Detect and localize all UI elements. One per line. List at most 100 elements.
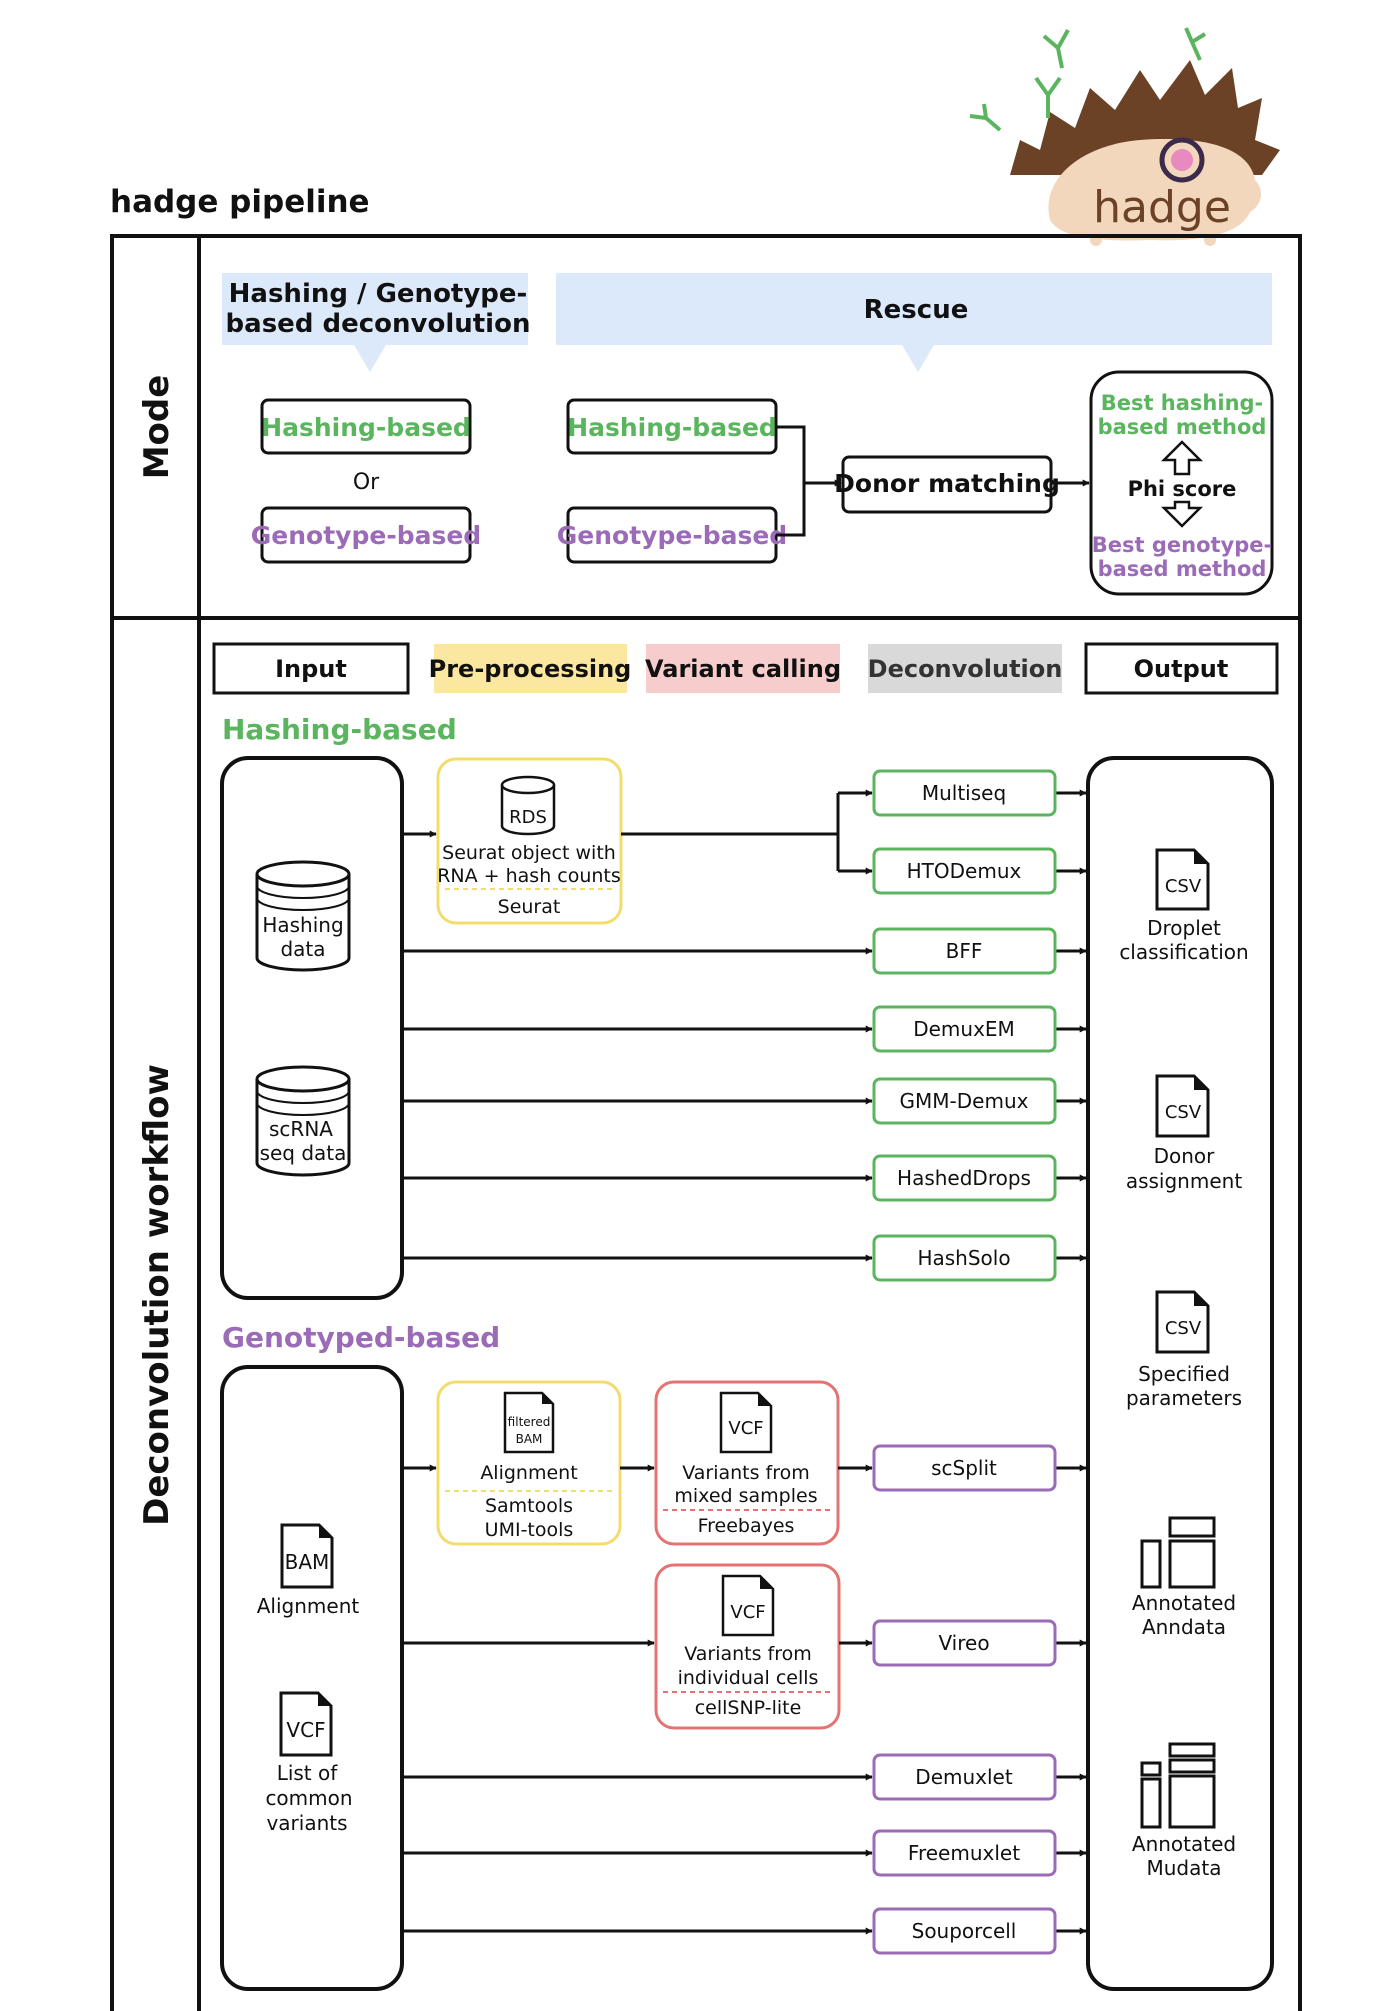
svg-text:based method: based method [1098, 557, 1267, 581]
svg-text:BAM: BAM [285, 1550, 330, 1574]
anndata-icon [1140, 1516, 1216, 1589]
svg-text:individual cells: individual cells [678, 1667, 819, 1689]
svg-text:Hashing: Hashing [262, 913, 343, 937]
svg-text:Input: Input [275, 655, 347, 683]
mode-hashing-based-box: Hashing-based [260, 398, 472, 455]
freebayes-variant-calling-box: VCF Variants from mixed samples Freebaye… [654, 1380, 840, 1546]
svg-text:Seurat object with: Seurat object with [442, 842, 616, 864]
svg-text:cellSNP-lite: cellSNP-lite [695, 1697, 802, 1719]
legend-deconvolution: Deconvolution [868, 644, 1063, 693]
output-anndata-2: Anndata [1142, 1615, 1226, 1639]
svg-text:Multiseq: Multiseq [922, 781, 1006, 805]
method-box-hasheddrops: HashedDrops [872, 1154, 1057, 1202]
mode-section-label: Mode [137, 375, 177, 480]
csv-file-icon-donor: CSV [1155, 1074, 1210, 1138]
vcf-label-1: List of [277, 1761, 339, 1785]
rescue-hashing-based-box: Hashing-based [566, 398, 778, 455]
logo-eye [1159, 137, 1205, 183]
svg-text:RNA + hash counts: RNA + hash counts [437, 865, 621, 887]
method-box-scsplit: scSplit [872, 1444, 1057, 1492]
svg-text:CSV: CSV [1165, 876, 1202, 897]
workflow-section-label: Deconvolution workflow [137, 1064, 177, 1526]
svg-text:Demuxlet: Demuxlet [915, 1765, 1013, 1789]
svg-text:Deconvolution: Deconvolution [868, 655, 1063, 683]
method-box-demuxem: DemuxEM [872, 1005, 1057, 1053]
best-method-box: Best hashing- based method Phi score Bes… [1089, 370, 1274, 596]
svg-text:Output: Output [1134, 655, 1229, 683]
svg-text:VCF: VCF [730, 1602, 765, 1623]
legend-output: Output [1084, 642, 1279, 695]
hashing-section-title: Hashing-based [222, 713, 457, 746]
svg-text:data: data [280, 937, 325, 961]
svg-text:VCF: VCF [728, 1418, 763, 1439]
legend-input: Input [212, 642, 410, 695]
output-donor-1: Donor [1154, 1144, 1216, 1168]
method-box-htodemux: HTODemux [872, 847, 1057, 895]
method-box-freemuxlet: Freemuxlet [872, 1829, 1057, 1877]
svg-text:Seurat: Seurat [498, 896, 561, 918]
output-params-2: parameters [1126, 1386, 1242, 1410]
mode-or-label: Or [353, 470, 380, 495]
vcf-label-2: common [265, 1786, 352, 1810]
svg-text:Pre-processing: Pre-processing [429, 655, 632, 683]
legend-variant-calling: Variant calling [645, 644, 841, 693]
mudata-icon [1140, 1742, 1216, 1829]
output-params-1: Specified [1138, 1362, 1230, 1386]
svg-text:Hashing-based: Hashing-based [261, 413, 471, 442]
svg-text:scRNA: scRNA [269, 1117, 333, 1141]
svg-text:CSV: CSV [1165, 1102, 1202, 1123]
donor-matching-box: Donor matching [834, 455, 1060, 514]
method-box-bff: BFF [872, 927, 1057, 975]
svg-text:DemuxEM: DemuxEM [913, 1017, 1015, 1041]
hashing-data-database-icon: Hashing data [255, 860, 351, 972]
double-arrow-icon [1160, 440, 1204, 476]
method-box-gmm-demux: GMM-Demux [872, 1077, 1057, 1125]
hashing-input-container [220, 756, 404, 1300]
cellsnp-variant-calling-box: VCF Variants from individual cells cellS… [654, 1563, 841, 1730]
svg-text:Samtools: Samtools [485, 1495, 573, 1517]
mode-header-left: Hashing / Genotype- based deconvolution [222, 273, 530, 372]
svg-text:Rescue: Rescue [864, 295, 969, 325]
genotype-arrows [402, 1464, 1087, 1935]
output-mudata-1: Annotated [1132, 1832, 1236, 1856]
antibody-icon [969, 27, 1207, 132]
bam-alignment-label: Alignment [257, 1594, 360, 1618]
legend-preprocessing: Pre-processing [429, 644, 632, 693]
hadge-logo: hadge [969, 27, 1280, 246]
seurat-preprocessing-box: RDS Seurat object with RNA + hash counts… [436, 757, 623, 925]
hashing-arrows [402, 789, 1087, 1262]
svg-text:HTODemux: HTODemux [907, 859, 1022, 883]
mode-header-rescue: Rescue [556, 273, 1272, 372]
output-container [1086, 756, 1274, 1991]
output-droplet-2: classification [1119, 940, 1248, 964]
page-title: hadge pipeline [110, 184, 370, 220]
svg-text:HashSolo: HashSolo [917, 1246, 1010, 1270]
svg-text:based method: based method [1098, 415, 1267, 439]
svg-text:BFF: BFF [946, 939, 983, 963]
genotype-section-title: Genotyped-based [222, 1321, 500, 1354]
svg-text:Freebayes: Freebayes [698, 1515, 795, 1537]
output-donor-2: assignment [1126, 1169, 1242, 1193]
svg-text:BAM: BAM [516, 1432, 543, 1446]
method-box-multiseq: Multiseq [872, 769, 1057, 817]
outer-frame [110, 234, 1302, 2011]
genotype-input-container [220, 1365, 404, 1991]
scrna-database-icon: scRNA seq data [255, 1065, 351, 1177]
vcf-label-3: variants [266, 1811, 347, 1835]
svg-text:Souporcell: Souporcell [912, 1919, 1017, 1943]
svg-text:Variants from: Variants from [682, 1462, 810, 1484]
svg-text:Hashing-based: Hashing-based [567, 413, 777, 442]
svg-text:Genotype-based: Genotype-based [251, 521, 481, 550]
svg-text:Donor matching: Donor matching [834, 469, 1060, 498]
method-box-demuxlet: Demuxlet [872, 1753, 1057, 1801]
svg-text:seq data: seq data [260, 1141, 347, 1165]
svg-text:Genotype-based: Genotype-based [557, 521, 787, 550]
svg-text:Hashing / Genotype-: Hashing / Genotype- [229, 279, 528, 309]
csv-file-icon-droplet: CSV [1155, 848, 1210, 911]
svg-text:Alignment: Alignment [480, 1462, 577, 1484]
svg-text:Variants from: Variants from [684, 1643, 812, 1665]
output-droplet-1: Droplet [1147, 916, 1221, 940]
svg-text:filtered: filtered [508, 1415, 551, 1429]
output-anndata-1: Annotated [1132, 1591, 1236, 1615]
